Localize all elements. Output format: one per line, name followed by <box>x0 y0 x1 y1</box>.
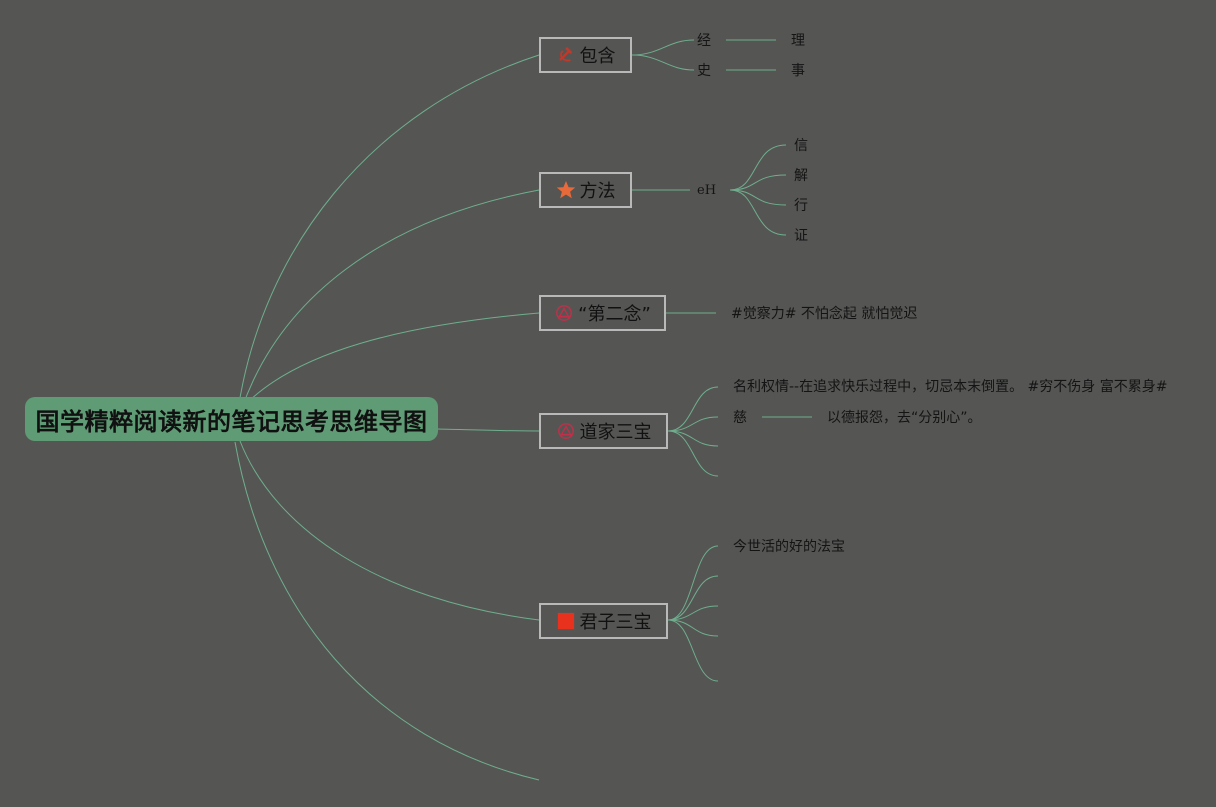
connector-junzi-4 <box>667 619 719 637</box>
leaf-ci[interactable]: 慈 <box>733 410 747 426</box>
leaf-xing[interactable]: 行 <box>794 198 808 214</box>
connector-junzi-2 <box>667 575 719 621</box>
branch-label: 君子三宝 <box>579 612 652 633</box>
leaf-shi-child[interactable]: 事 <box>791 63 805 79</box>
connector-daojia-1 <box>667 386 719 432</box>
connector-root-dierian <box>247 312 540 403</box>
connector-root-fangfa <box>241 189 540 409</box>
leaf-fabao[interactable]: 今世活的好的法宝 <box>733 539 845 555</box>
leaf-xin[interactable]: 信 <box>794 138 808 154</box>
leaf-minglie[interactable]: 名利权情--在追求快乐过程中，切忌本末倒置。 #穷不伤身 富不累身# <box>733 379 1168 395</box>
emblem-icon <box>556 421 576 441</box>
root-node[interactable]: 国学精粹阅读新的笔记思考思维导图 <box>25 397 438 441</box>
connector-eh-jie <box>729 174 787 191</box>
connector-eh-xing <box>729 189 787 206</box>
leaf-zheng[interactable]: 证 <box>794 228 808 244</box>
connector-eh-zheng <box>729 189 787 236</box>
leaf-eh[interactable]: eH <box>697 183 717 198</box>
leaf-juechali[interactable]: #觉察力# 不怕念起 就怕觉迟 <box>731 306 918 322</box>
connector-baohan-shi <box>631 54 695 71</box>
star-icon <box>556 180 576 200</box>
leaf-shi[interactable]: 史 <box>697 63 711 79</box>
branch-node-baohan[interactable]: 包含 <box>539 37 632 73</box>
hammer-sickle-icon <box>556 45 576 65</box>
connector-root-daojia <box>437 428 540 432</box>
branch-node-daojia[interactable]: 道家三宝 <box>539 413 668 449</box>
branch-label: 包含 <box>579 46 616 67</box>
connector-daojia-2 <box>667 416 719 432</box>
branch-label: 方法 <box>579 181 616 202</box>
connector-root-junzi <box>239 440 540 621</box>
branch-label: “第二念” <box>578 304 651 325</box>
leaf-jing[interactable]: 经 <box>697 33 711 49</box>
leaf-li[interactable]: 理 <box>791 33 805 49</box>
connector-baohan-jing <box>631 39 695 56</box>
leaf-jie[interactable]: 解 <box>794 168 808 184</box>
connector-eh-xin <box>729 144 787 191</box>
connector-daojia-4 <box>667 430 719 477</box>
root-title: 国学精粹阅读新的笔记思考思维导图 <box>35 407 428 436</box>
connector-junzi-5 <box>667 619 719 682</box>
connector-daojia-3 <box>667 430 719 447</box>
emblem-icon <box>554 303 574 323</box>
connector-root-extra <box>234 441 540 781</box>
branch-label: 道家三宝 <box>579 422 652 443</box>
connector-junzi-1 <box>667 545 719 621</box>
connector-root-baohan <box>237 54 540 411</box>
branch-node-dierian[interactable]: “第二念” <box>539 295 666 331</box>
leaf-ci-child[interactable]: 以德报怨，去“分别心”。 <box>827 410 982 426</box>
connector-junzi-3 <box>667 605 719 621</box>
branch-node-junzi[interactable]: 君子三宝 <box>539 603 668 639</box>
branch-node-fangfa[interactable]: 方法 <box>539 172 632 208</box>
flag-icon <box>556 611 576 631</box>
